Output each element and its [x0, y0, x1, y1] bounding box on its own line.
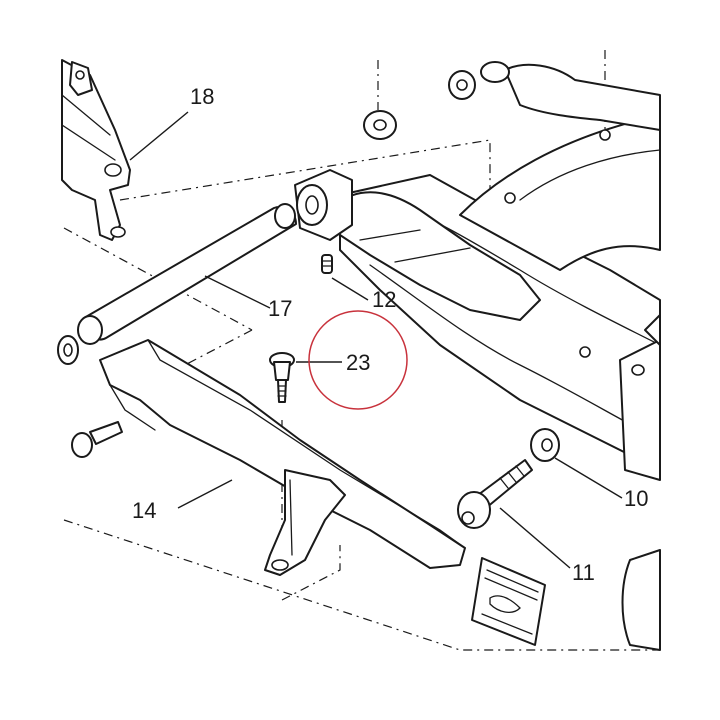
pivot-block: [294, 169, 353, 241]
washer-top: [363, 110, 397, 140]
bolt-11: [457, 459, 533, 529]
callout-18: 18: [190, 84, 214, 109]
leader-lines: [129, 111, 623, 569]
warning-label: [471, 557, 546, 646]
callout-14: 14: [132, 498, 156, 523]
callout-12: 12: [372, 287, 396, 312]
pin-17: [57, 203, 297, 365]
callout-11: 11: [572, 560, 595, 585]
callout-labels: 18 17 12 23 10 14 11: [132, 84, 648, 585]
bolt-left: [71, 421, 123, 458]
highlight-circle: [308, 310, 408, 410]
bracket-18: [61, 59, 131, 241]
screw-23: [269, 352, 295, 403]
pivot-tube: [334, 191, 541, 321]
callout-10: 10: [624, 486, 648, 511]
callout-23: 23: [346, 350, 370, 375]
washer-10: [530, 428, 560, 462]
chain-guard-14: [99, 339, 466, 576]
callout-17: 17: [268, 296, 292, 321]
grease-nipple-12: [321, 254, 333, 274]
edge-component-right: [621, 549, 661, 651]
